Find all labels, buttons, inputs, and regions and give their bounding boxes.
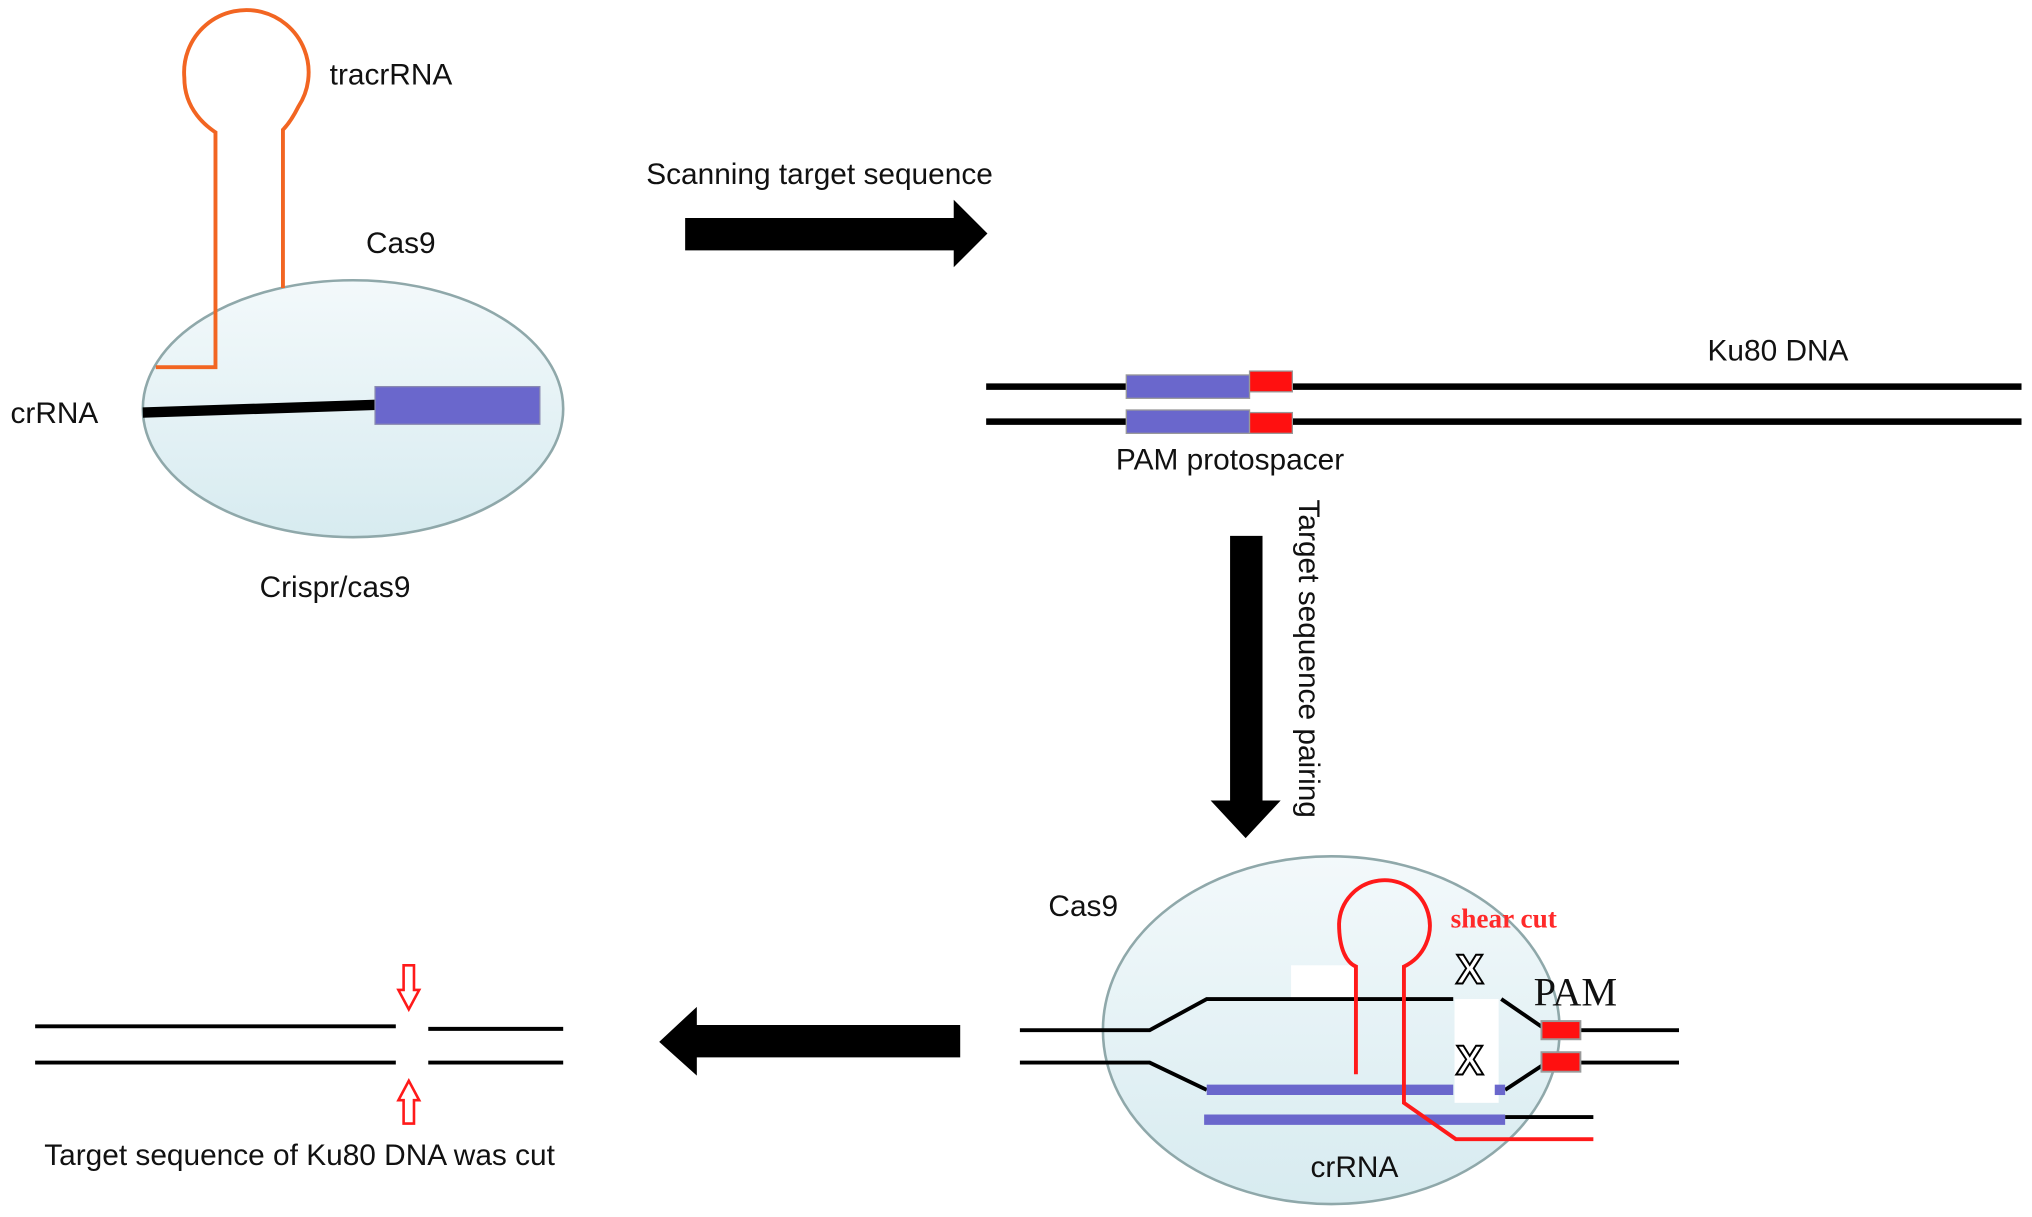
mask <box>1454 999 1499 1103</box>
pam-label: PAM <box>1534 970 1617 1015</box>
arrow-down-icon <box>1210 535 1281 839</box>
step-pairing: Target sequence pairing <box>1210 500 1325 839</box>
pairing-label: Target sequence pairing <box>1292 500 1325 818</box>
pam-protospacer-label: PAM protospacer <box>1116 444 1344 477</box>
arrow-left-icon <box>659 1006 961 1076</box>
crrna-bound-label: crRNA <box>1311 1151 1399 1184</box>
step-scanning: Scanning target sequence <box>646 158 993 268</box>
step-cutting <box>659 1006 961 1076</box>
panel-crispr-cas9-complex: tracrRNA Cas9 crRNA Crispr/cas9 <box>10 8 565 604</box>
tracrrna-strand <box>155 8 311 370</box>
panel-cas9-bound: X X Cas9 shear cut PAM crRNA <box>1019 855 1679 1206</box>
mask <box>1291 965 1356 1000</box>
protospacer-top <box>1125 374 1251 399</box>
crispr-cas9-label: Crispr/cas9 <box>260 571 411 604</box>
cut-mark-top-icon: X <box>1456 945 1484 992</box>
pam-bottom <box>1248 411 1294 434</box>
target-dna-top <box>1019 997 1454 1033</box>
cas9-bound-label: Cas9 <box>1048 890 1118 923</box>
panel-cut-dna: Target sequence of Ku80 DNA was cut <box>35 963 564 1172</box>
cut-mark-bottom-icon: X <box>1456 1036 1484 1083</box>
shear-cut-label: shear cut <box>1451 904 1557 934</box>
crrna-strand <box>142 399 377 418</box>
crrna-label: crRNA <box>10 397 98 430</box>
cut-arrow-down-icon <box>396 963 422 1013</box>
cut-result-label: Target sequence of Ku80 DNA was cut <box>44 1139 555 1172</box>
panel-ku80-dna: Ku80 DNA PAM protospacer <box>986 335 2022 477</box>
pam-bound-bottom <box>1540 1051 1582 1073</box>
arrow-right-icon <box>685 199 988 268</box>
target-dna-bottom <box>1019 1060 1208 1092</box>
protospacer-bottom <box>1125 409 1251 434</box>
tracrrna-bound <box>1337 878 1594 1142</box>
tracrrna-label: tracrRNA <box>330 58 453 91</box>
crrna-spacer <box>374 385 541 425</box>
pam-bound-top <box>1540 1020 1582 1041</box>
cut-arrow-up-icon <box>396 1078 422 1125</box>
scanning-label: Scanning target sequence <box>646 158 993 191</box>
ku80-dna-label: Ku80 DNA <box>1708 335 1849 368</box>
pam-top <box>1248 370 1294 393</box>
cas9-label: Cas9 <box>366 227 436 260</box>
